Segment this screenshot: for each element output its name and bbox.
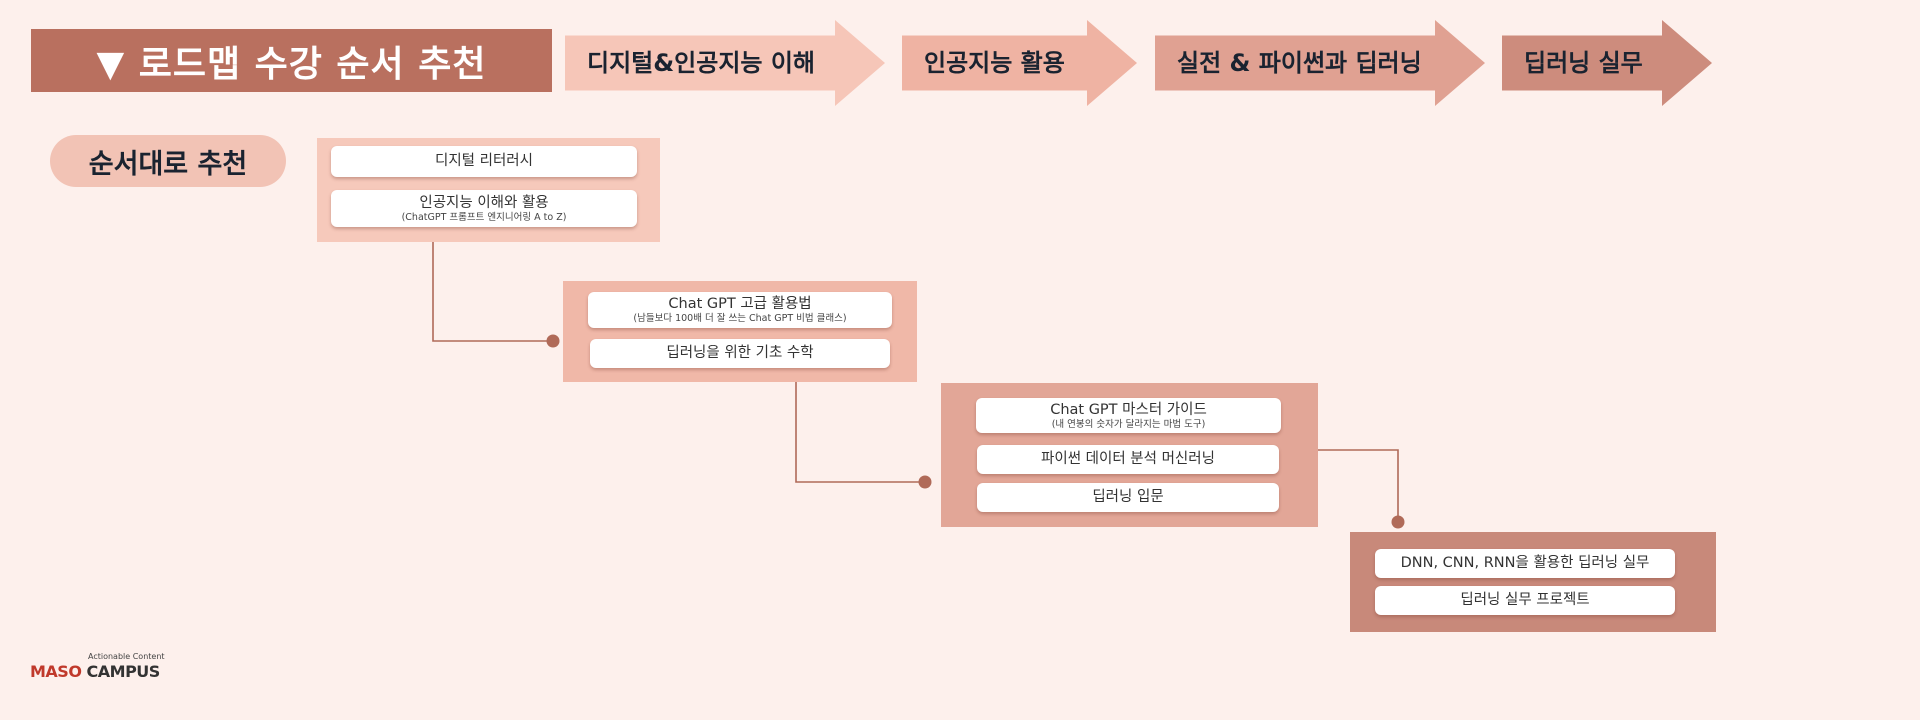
course-card[interactable]: 딥러닝 입문 <box>977 483 1279 512</box>
course-name: 인공지능 이해와 활용 <box>419 194 549 211</box>
stage-label-2: 인공지능 활용 <box>924 49 1065 77</box>
course-subtitle: (ChatGPT 프롬프트 엔지니어링 A to Z) <box>401 211 567 223</box>
course-card[interactable]: DNN, CNN, RNN을 활용한 딥러닝 실무 <box>1375 549 1675 578</box>
connector-2 <box>795 376 925 483</box>
connector-1 <box>432 237 553 342</box>
connector-dot-1 <box>546 334 560 348</box>
course-subtitle: (내 연봉의 숫자가 달라지는 마법 도구) <box>1051 418 1206 430</box>
course-group-3: Chat GPT 마스터 가이드 (내 연봉의 숫자가 달라지는 마법 도구) … <box>941 383 1318 527</box>
connector-dot-3 <box>1391 515 1405 529</box>
course-subtitle: (남들보다 100배 더 잘 쓰는 Chat GPT 비법 클래스) <box>633 313 847 324</box>
course-group-1: 디지털 리터러시 인공지능 이해와 활용 (ChatGPT 프롬프트 엔지니어링… <box>317 138 660 242</box>
course-group-2: Chat GPT 고급 활용법 (남들보다 100배 더 잘 쓰는 Chat G… <box>563 281 917 382</box>
order-recommend-label: 순서대로 추천 <box>50 135 286 187</box>
connector-dot-2 <box>918 475 932 489</box>
stage-label-3: 실전 & 파이썬과 딥러닝 <box>1177 49 1422 77</box>
logo-tagline: Actionable Content <box>88 652 165 661</box>
course-name: 파이썬 데이터 분석 머신러닝 <box>1041 451 1215 467</box>
stage-label-4: 딥러닝 실무 <box>1524 49 1643 77</box>
course-card[interactable]: 인공지능 이해와 활용 (ChatGPT 프롬프트 엔지니어링 A to Z) <box>331 190 637 227</box>
logo-brand-maso: MASO <box>30 662 82 681</box>
course-name: 딥러닝 입문 <box>1092 489 1164 505</box>
page-title: ▼ 로드맵 수강 순서 추천 <box>31 29 552 92</box>
maso-campus-logo: Actionable Content MASO CAMPUS <box>30 652 170 682</box>
course-card[interactable]: Chat GPT 마스터 가이드 (내 연봉의 숫자가 달라지는 마법 도구) <box>976 398 1281 433</box>
logo-brand-campus: CAMPUS <box>86 662 161 681</box>
course-name: Chat GPT 마스터 가이드 <box>1050 401 1207 418</box>
course-name: 디지털 리터러시 <box>435 153 533 169</box>
logo-wordmark: MASO CAMPUS <box>30 662 160 681</box>
course-name: DNN, CNN, RNN을 활용한 딥러닝 실무 <box>1400 555 1650 571</box>
course-card[interactable]: 디지털 리터러시 <box>331 146 637 177</box>
course-name: 딥러닝 실무 프로젝트 <box>1460 592 1590 608</box>
stage-label-1: 디지털&인공지능 이해 <box>587 49 816 77</box>
course-card[interactable]: 딥러닝을 위한 기초 수학 <box>590 339 890 368</box>
course-card[interactable]: 딥러닝 실무 프로젝트 <box>1375 586 1675 615</box>
course-name: 딥러닝을 위한 기초 수학 <box>666 345 814 361</box>
connector-3 <box>1297 449 1399 522</box>
course-group-4: DNN, CNN, RNN을 활용한 딥러닝 실무 딥러닝 실무 프로젝트 <box>1350 532 1716 632</box>
course-card[interactable]: 파이썬 데이터 분석 머신러닝 <box>977 445 1279 474</box>
course-name: Chat GPT 고급 활용법 <box>668 296 812 312</box>
course-card[interactable]: Chat GPT 고급 활용법 (남들보다 100배 더 잘 쓰는 Chat G… <box>588 292 892 328</box>
